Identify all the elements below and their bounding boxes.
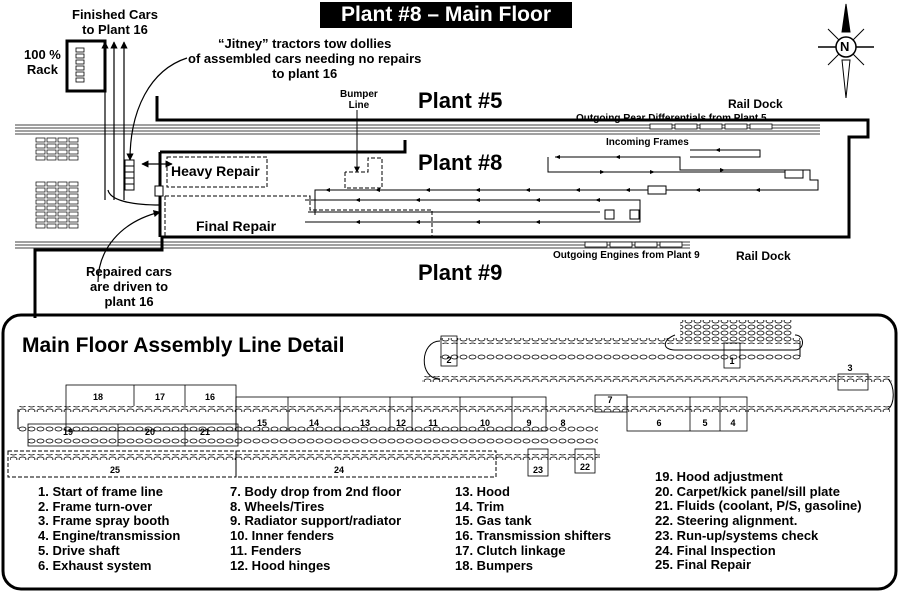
rail-cars-bottom bbox=[584, 241, 683, 248]
station-23: 23 bbox=[532, 465, 543, 475]
legend-item: 6. Exhaust system bbox=[38, 557, 152, 573]
legend-item: 15. Gas tank bbox=[455, 513, 532, 529]
compass-icon bbox=[818, 3, 874, 99]
legend-item: 9. Radiator support/radiator bbox=[230, 513, 402, 529]
legend-item: 23. Run-up/systems check bbox=[655, 527, 819, 543]
detail-final-boxes bbox=[7, 450, 497, 478]
rack-label: 100 % Rack bbox=[24, 47, 61, 77]
legend-item: 3. Frame spray booth bbox=[38, 513, 170, 529]
detail-loops bbox=[17, 334, 894, 429]
repair-areas bbox=[164, 156, 433, 238]
station-6: 6 bbox=[656, 418, 662, 428]
station-25: 25 bbox=[109, 465, 120, 475]
legend-item: 25. Final Repair bbox=[655, 557, 752, 573]
station-14: 14 bbox=[308, 418, 319, 428]
plant-5-label: Plant #5 bbox=[418, 88, 503, 113]
legend-item: 10. Inner fenders bbox=[230, 528, 335, 544]
conveyor-arrows bbox=[325, 148, 760, 224]
legend-item: 4. Engine/transmission bbox=[38, 528, 181, 544]
legend-item: 18. Bumpers bbox=[455, 557, 534, 573]
station-1: 1 bbox=[729, 356, 735, 366]
legend-item: 21. Fluids (coolant, P/S, gasoline) bbox=[655, 498, 862, 514]
rail-dock-bottom-label: Rail Dock bbox=[736, 249, 791, 263]
station-22: 22 bbox=[579, 462, 590, 472]
legend-item: 22. Steering alignment. bbox=[655, 513, 798, 529]
rack-slots bbox=[75, 47, 85, 83]
rack-box bbox=[65, 39, 107, 93]
legend-col-2: 7. Body drop from 2nd floor 8. Wheels/Ti… bbox=[230, 484, 402, 573]
legend-item: 20. Carpet/kick panel/sill plate bbox=[655, 483, 840, 499]
legend-col-4: 19. Hood adjustment 20. Carpet/kick pane… bbox=[655, 469, 862, 573]
station-17: 17 bbox=[154, 392, 165, 402]
legend-item: 13. Hood bbox=[455, 484, 510, 499]
station-3: 3 bbox=[847, 363, 853, 373]
parked-cars bbox=[35, 137, 79, 229]
legend-item: 2. Frame turn-over bbox=[38, 498, 153, 514]
station-20: 20 bbox=[144, 427, 155, 437]
plant-8-label: Plant #8 bbox=[418, 150, 503, 175]
station-16: 16 bbox=[204, 392, 215, 402]
station-18: 18 bbox=[92, 392, 103, 402]
legend-item: 5. Drive shaft bbox=[38, 542, 120, 558]
station-4: 4 bbox=[730, 418, 736, 428]
compass-n-label: N bbox=[840, 39, 850, 54]
finished-cars-label: Finished Cars to Plant 16 bbox=[72, 7, 158, 37]
legend-col-1: 1. Start of frame line 2. Frame turn-ove… bbox=[38, 484, 181, 573]
station-13: 13 bbox=[359, 418, 370, 428]
station-9: 9 bbox=[526, 418, 532, 428]
incoming-frames-label: Incoming Frames bbox=[606, 137, 689, 148]
repaired-cars-label: Repaired cars are driven to plant 16 bbox=[86, 264, 172, 309]
heavy-repair-label: Heavy Repair bbox=[171, 163, 260, 179]
legend-item: 7. Body drop from 2nd floor bbox=[230, 484, 402, 499]
station-12: 12 bbox=[395, 418, 406, 428]
finished-cars-arrows bbox=[97, 41, 188, 283]
station-5: 5 bbox=[702, 418, 708, 428]
plant-9-label: Plant #9 bbox=[418, 260, 503, 285]
legend-item: 24. Final Inspection bbox=[655, 542, 776, 558]
page-title: Plant #8 – Main Floor bbox=[320, 2, 572, 28]
bumper-line-label: Bumper Line bbox=[340, 89, 378, 111]
rail-track-top bbox=[15, 124, 820, 135]
jitney-dolly bbox=[124, 159, 164, 197]
rail-cars-top bbox=[649, 123, 773, 130]
detail-panel bbox=[1, 313, 898, 591]
station-19: 19 bbox=[62, 427, 73, 437]
station-11: 11 bbox=[428, 418, 438, 428]
rail-track-bottom bbox=[15, 241, 690, 249]
station-21: 21 bbox=[199, 427, 210, 437]
legend-item: 12. Hood hinges bbox=[230, 557, 331, 573]
legend-col-3: 13. Hood 14. Trim 15. Gas tank 16. Trans… bbox=[455, 484, 612, 573]
legend-item: 19. Hood adjustment bbox=[655, 469, 783, 484]
legend-item: 11. Fenders bbox=[230, 542, 302, 558]
station-8: 8 bbox=[560, 418, 566, 428]
outgoing-rear-label: Outgoing Rear Differentials from Plant 5 bbox=[576, 113, 767, 124]
station-10: 10 bbox=[479, 418, 490, 428]
legend-item: 17. Clutch linkage bbox=[455, 542, 566, 558]
detail-station-boxes bbox=[27, 335, 869, 477]
jitney-label: “Jitney” tractors tow dollies of assembl… bbox=[188, 36, 422, 81]
legend-item: 16. Transmission shifters bbox=[455, 528, 612, 544]
station-7: 7 bbox=[607, 395, 613, 405]
conveyor-boxes bbox=[604, 169, 804, 220]
station-15: 15 bbox=[256, 418, 267, 428]
legend-item: 14. Trim bbox=[455, 498, 505, 514]
legend-item: 1. Start of frame line bbox=[38, 484, 163, 499]
detail-chain-lines bbox=[10, 320, 892, 460]
station-2: 2 bbox=[446, 355, 452, 365]
final-repair-label: Final Repair bbox=[196, 218, 277, 234]
legend-item: 8. Wheels/Tires bbox=[230, 498, 325, 514]
conveyor-lines bbox=[305, 149, 819, 223]
detail-title: Main Floor Assembly Line Detail bbox=[22, 334, 345, 357]
rail-dock-top-label: Rail Dock bbox=[728, 97, 783, 111]
station-24: 24 bbox=[333, 465, 344, 475]
outgoing-engines-label: Outgoing Engines from Plant 9 bbox=[553, 250, 700, 261]
